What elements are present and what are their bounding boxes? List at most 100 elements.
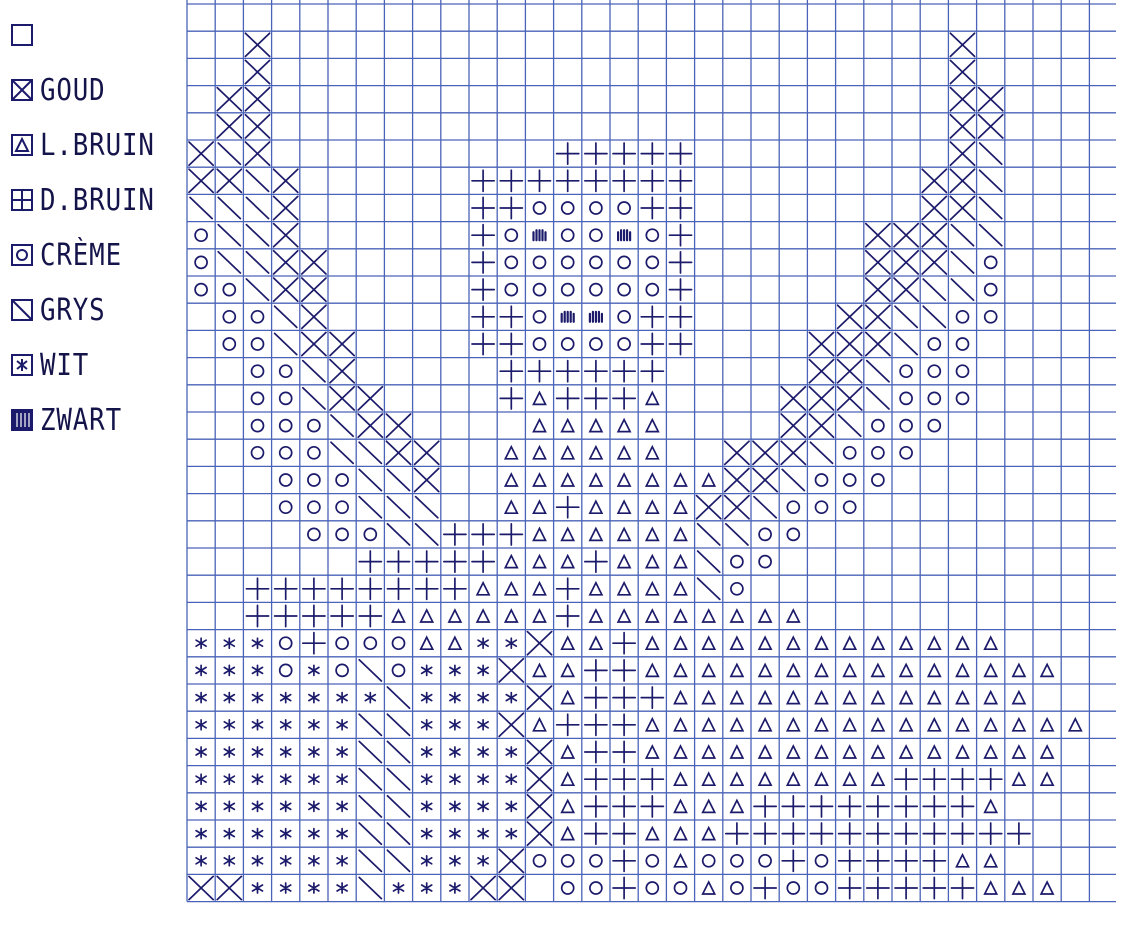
d-bruin-stitch [330,604,355,628]
wit-stitch [449,773,461,786]
l-bruin-stitch [644,635,660,651]
l-bruin-stitch [588,580,604,596]
creme-stitch [645,282,660,297]
l-bruin-stitch [644,390,660,406]
goud-stitch [780,440,807,466]
d-bruin-stitch [301,577,326,601]
d-bruin-stitch [724,822,749,846]
l-bruin-stitch [1011,744,1027,759]
l-bruin-stitch [785,771,801,787]
l-bruin-stitch [729,635,745,651]
legend-entry-empty [10,10,40,60]
pattern-grid [186,0,1116,903]
creme-stitch [871,445,885,460]
goud-stitch [921,168,948,194]
d-bruin-stitch [950,767,975,791]
l-bruin-stitch [955,716,970,732]
d-bruin-stitch [555,495,580,519]
goud-stitch [949,168,976,194]
d-bruin-stitch [612,142,637,166]
grys-stitch [696,577,721,601]
l-bruin-stitch [814,771,829,787]
creme-stitch [391,663,406,678]
creme-stitch [617,309,631,324]
l-bruin-stitch [955,635,970,651]
l-bruin-stitch [532,580,547,596]
l-bruin-stitch [983,662,999,678]
d-bruin-stitch [471,550,496,574]
wit-stitch [279,718,292,731]
d-bruin-stitch [668,250,693,274]
l-bruin-stitch [588,444,604,460]
goud-stitch [526,821,553,847]
d-bruin-stitch [499,332,524,356]
d-bruin-stitch [245,577,270,601]
creme-stitch [335,500,349,515]
wit-stitch [308,664,320,677]
d-bruin-stitch [499,386,524,410]
goud-stitch [385,413,412,439]
d-bruin-stitch [837,876,862,900]
wit-stitch [223,800,236,813]
goud-stitch [723,440,750,466]
creme-stitch [560,282,575,297]
wit-stitch [223,718,236,731]
creme-stitch [560,853,575,868]
d-bruin-stitch [583,658,608,682]
creme-stitch [307,500,321,515]
l-bruin-stitch [673,472,688,487]
l-bruin-stitch [560,825,576,841]
d-bruin-stitch [358,577,383,601]
d-bruin-stitch [612,822,637,846]
wit-stitch [420,827,433,840]
d-bruin-stitch [894,794,919,818]
d-bruin-stitch [837,794,862,818]
d-bruin-stitch [640,305,665,329]
creme-stitch [955,391,970,406]
d-bruin-stitch [978,822,1003,846]
wit-stitch [251,691,264,704]
l-bruin-stitch [1011,771,1027,787]
creme-stitch [250,418,265,433]
wit-stitch [195,854,207,867]
wit-stitch [420,718,433,731]
l-bruin-stitch [419,635,435,651]
d-bruin-stitch [753,822,778,846]
creme-stitch [194,282,208,297]
l-bruin-stitch [870,771,886,787]
creme-stitch [871,473,885,487]
d-bruin-stitch [301,631,326,655]
l-bruin-stitch [955,689,970,705]
creme-stitch [899,364,913,379]
grys-stitch [217,223,242,247]
l-bruin-stitch [926,716,942,732]
l-bruin-stitch [673,744,688,759]
grys-stitch [922,278,947,302]
wit-stitch [449,854,461,867]
wit-stitch [477,800,489,813]
creme-stitch [758,853,772,868]
d-bruin-stitch [640,169,665,193]
grys-stitch [386,822,411,846]
creme-stitch [589,228,603,243]
l-bruin-stitch [926,662,942,678]
l-bruin-stitch [898,716,914,732]
creme-stitch [278,391,293,406]
l-bruin-stitch [983,635,999,651]
l-bruin-stitch [898,662,914,678]
goud-stitch [413,440,440,466]
creme-stitch [871,418,885,433]
wit-stitch [336,882,348,894]
d-bruin-stitch [640,359,665,383]
l-bruin-stitch [701,798,717,814]
d-bruin-stitch [1006,822,1031,846]
l-bruin-stitch [588,635,604,651]
goud-stitch [498,875,525,901]
wit-stitch [336,800,348,813]
star-box-icon [10,353,34,377]
creme-stitch [983,309,998,324]
wit-stitch [251,664,264,677]
l-bruin-stitch [616,580,632,596]
grys-stitch [273,305,298,329]
creme-stitch [560,255,575,270]
